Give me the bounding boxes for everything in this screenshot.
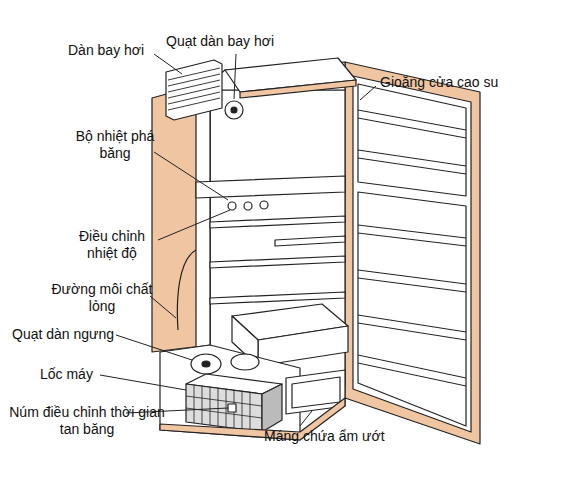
part-label: Dàn bay hơi bbox=[68, 42, 144, 59]
part-label: Quạt dàn ngưng bbox=[12, 326, 114, 343]
part-label: Máng chứa ẩm ướt bbox=[264, 428, 385, 445]
part-label: Núm điều chỉnh thời gian tan băng bbox=[6, 404, 168, 438]
part-label: Gioăng cửa cao su bbox=[380, 74, 498, 91]
part-label: Lốc máy bbox=[40, 366, 93, 383]
part-label: Đường môi chất lỏng bbox=[50, 281, 154, 315]
part-label: Điều chỉnh nhiệt độ bbox=[66, 228, 158, 262]
part-label: Quạt dàn bay hơi bbox=[166, 33, 274, 50]
part-label: Bộ nhiệt phá băng bbox=[74, 128, 156, 162]
